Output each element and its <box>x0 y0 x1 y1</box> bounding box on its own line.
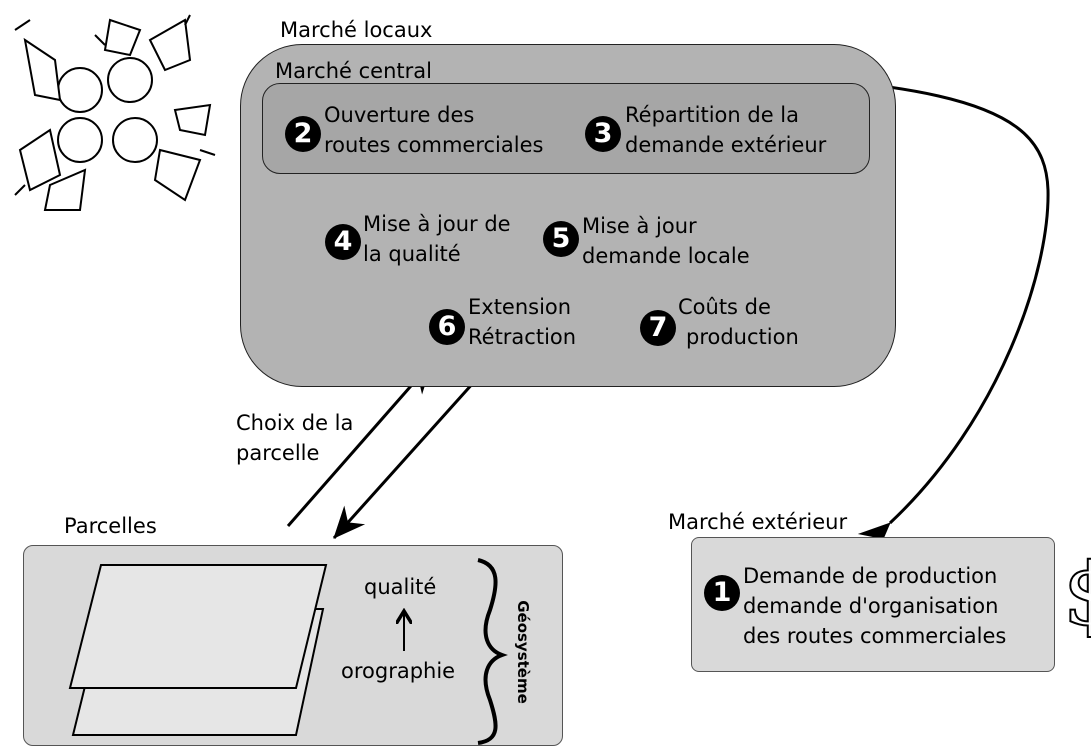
step-3-line2: demande extérieur <box>625 133 827 157</box>
step-2-badge: 2 <box>285 116 321 152</box>
step-6-line1: Extension <box>468 295 572 319</box>
step-7-badge: 7 <box>640 310 676 346</box>
plots-title: Parcelles <box>64 514 157 538</box>
plot-choice-line2: parcelle <box>236 441 320 465</box>
external-line2: demande d'organisation <box>743 594 999 618</box>
external-line3: des routes commerciales <box>743 624 1007 648</box>
step-4-badge: 4 <box>325 224 361 260</box>
step-4-line2: la qualité <box>363 242 461 266</box>
plot-choice-line1: Choix de la <box>236 411 354 435</box>
central-market-title: Marché central <box>275 59 432 83</box>
step-2-line1: Ouverture des <box>324 103 475 127</box>
terrain-layer-sheets <box>68 564 328 736</box>
step-3-line1: Répartition de la <box>625 103 799 127</box>
step-6-badge: 6 <box>429 309 465 345</box>
step-7-line1: Coûts de <box>678 295 771 319</box>
quality-label: qualité <box>364 575 437 599</box>
external-market-title: Marché extérieur <box>668 510 848 534</box>
plot-choice-arrow <box>286 361 434 527</box>
step-2-line2: routes commerciales <box>324 133 544 157</box>
local-markets-title: Marché locaux <box>280 18 433 42</box>
dollar-icon: $ <box>1062 544 1091 646</box>
step-1-badge: 1 <box>704 575 740 611</box>
step-7-line2: production <box>686 325 799 349</box>
extension-arrow <box>332 370 485 540</box>
step-5-line1: Mise à jour <box>582 214 697 238</box>
external-market-box <box>691 537 1055 672</box>
geosystem-label: Géosystème <box>514 600 532 704</box>
step-5-badge: 5 <box>543 221 579 257</box>
step-5-line2: demande locale <box>582 244 750 268</box>
people-crowd-illustration <box>14 14 216 211</box>
step-4-line1: Mise à jour de <box>363 212 511 236</box>
orography-label: orographie <box>341 659 456 683</box>
external-line1: Demande de production <box>743 564 998 588</box>
central-market-box <box>262 83 870 174</box>
geosystem-brace <box>477 558 508 745</box>
step-6-line2: Rétraction <box>468 325 577 349</box>
step-3-badge: 3 <box>585 116 621 152</box>
